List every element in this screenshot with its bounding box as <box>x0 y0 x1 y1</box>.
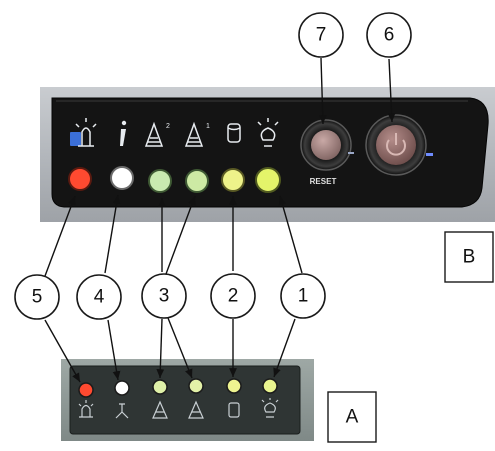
led-system-status <box>69 168 91 190</box>
led-network-1 <box>186 170 208 192</box>
callout-4: 4 <box>77 275 121 319</box>
panel-label-a-text: A <box>346 407 359 428</box>
callout-2-label: 2 <box>228 286 239 307</box>
callout-7-label: 7 <box>316 25 327 46</box>
panel-label-a: A <box>328 392 376 442</box>
panel-label-b-text: B <box>463 247 476 268</box>
callout-6-label: 6 <box>384 25 395 46</box>
panel-label-b: B <box>445 232 493 282</box>
led-system-status-small <box>79 383 93 397</box>
callout-3: 3 <box>142 274 186 318</box>
callout-1: 1 <box>281 274 325 318</box>
led-info <box>111 167 133 189</box>
callout-2: 2 <box>211 274 255 318</box>
led-disk-activity-small <box>227 379 241 393</box>
led-power <box>256 168 280 192</box>
svg-text:1: 1 <box>206 123 210 130</box>
callout-5: 5 <box>15 275 59 319</box>
led-network-2 <box>149 170 171 192</box>
led-info-small <box>115 381 129 395</box>
led-disk-activity <box>222 169 244 191</box>
callout-4-label: 4 <box>94 287 105 308</box>
callout-5-label: 5 <box>32 287 43 308</box>
reset-label: RESET <box>310 177 337 186</box>
callout-3-label: 3 <box>159 286 170 307</box>
callout-6: 6 <box>367 13 411 57</box>
callout-1-label: 1 <box>298 286 309 307</box>
svg-text:2: 2 <box>166 123 170 130</box>
led-network-1-small <box>189 379 203 393</box>
led-network-2-small <box>153 380 167 394</box>
led-power-small <box>263 379 277 393</box>
callout-7: 7 <box>299 13 343 57</box>
